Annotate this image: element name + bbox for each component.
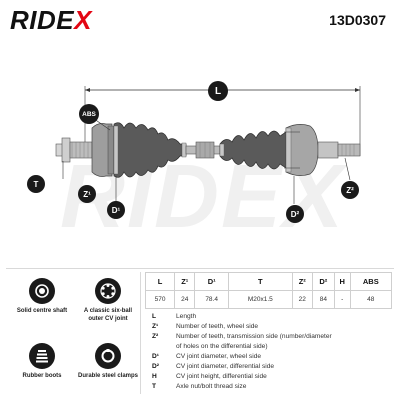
callout-z2: Z²: [341, 181, 359, 199]
legend-row: of holes on the differential side): [176, 343, 268, 350]
spec-header: H: [333, 272, 351, 291]
spec-header: Z²: [291, 272, 313, 291]
spec-value: -: [333, 290, 351, 309]
feature-label: A classic six-ball outer CV joint: [83, 308, 133, 322]
feature-cv-joint: A classic six-ball outer CV joint: [76, 278, 140, 323]
spec-table-value-row: 570 24 78.4 M20x1.5 22 84 - 48: [144, 290, 393, 309]
solid-shaft-icon: [29, 278, 55, 304]
spec-value: 78.4: [194, 290, 229, 309]
shaft-illustration: [55, 86, 361, 204]
header: RIDEX 13D0307: [0, 0, 400, 36]
divider: [140, 272, 141, 394]
feature-label: Rubber boots: [22, 373, 62, 379]
divider: [6, 268, 394, 269]
spec-header: Z¹: [174, 272, 196, 291]
brand-logo: RIDEX: [10, 5, 92, 35]
callout-z1: Z¹: [78, 185, 96, 203]
spec-value: 570: [144, 290, 176, 309]
spec-value: 84: [311, 290, 335, 309]
clamp-icon: [95, 343, 121, 369]
spec-header: T: [227, 272, 293, 291]
spec-header: D¹: [194, 272, 229, 291]
spec-value: 22: [291, 290, 313, 309]
feature-label: Solid centre shaft: [16, 308, 68, 314]
callout-d1: D¹: [107, 201, 125, 219]
spec-value: 48: [349, 290, 393, 309]
spec-table-header-row: L Z¹ D¹ T Z² D² H ABS: [144, 272, 393, 291]
spec-value: 24: [174, 290, 196, 309]
feature-steel-clamps: Durable steel clamps: [76, 343, 140, 381]
feature-solid-shaft: Solid centre shaft: [10, 278, 74, 316]
drive-shaft-drawing: RIDEX: [0, 36, 400, 268]
callout-abs: ABS: [79, 104, 99, 124]
callout-thread-size: T: [27, 175, 45, 193]
boot-icon: [29, 343, 55, 369]
callout-d2: D²: [286, 205, 304, 223]
spec-header: L: [144, 272, 176, 291]
spec-header: D²: [311, 272, 335, 291]
spec-header: ABS: [349, 272, 393, 291]
spec-value: M20x1.5: [227, 290, 293, 309]
spec-table: L Z¹ D¹ T Z² D² H ABS 570 24 78.4 M20x1.…: [144, 272, 393, 309]
feature-label: Durable steel clamps: [77, 373, 139, 379]
part-number: 13D0307: [329, 12, 386, 28]
cv-joint-icon: [95, 278, 121, 304]
feature-rubber-boots: Rubber boots: [10, 343, 74, 381]
callout-length: L: [208, 81, 228, 101]
